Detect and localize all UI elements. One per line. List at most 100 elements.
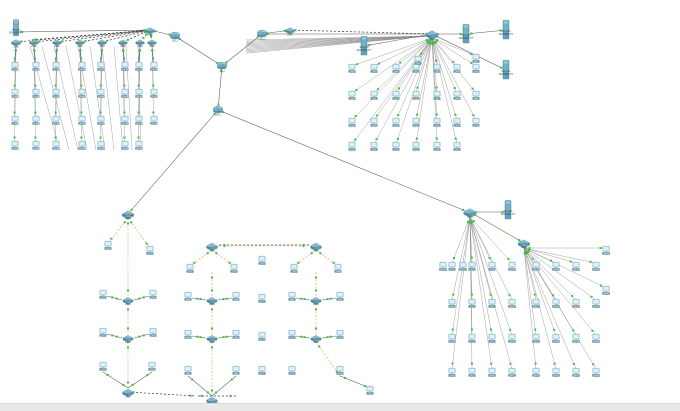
- pc-node[interactable]: PC26: [134, 115, 143, 128]
- pc-node[interactable]: PC113: [552, 333, 561, 346]
- pc-node[interactable]: PC115: [572, 261, 581, 274]
- pc-node[interactable]: PC21: [120, 88, 129, 101]
- pc-node[interactable]: PC83: [336, 365, 345, 378]
- pc-node[interactable]: PC97: [488, 261, 497, 274]
- pc-node[interactable]: PC11: [51, 140, 60, 153]
- pc-node[interactable]: PC42: [392, 141, 401, 154]
- pc-node[interactable]: PC66: [99, 361, 108, 374]
- pc-node[interactable]: PC70: [184, 291, 193, 304]
- pc-node[interactable]: PC45: [412, 117, 421, 130]
- pc-node[interactable]: PC27: [134, 140, 143, 153]
- pc-node[interactable]: PC51: [453, 63, 462, 76]
- pc-node[interactable]: PC49: [433, 117, 442, 130]
- pc-node[interactable]: PC34: [348, 141, 357, 154]
- pc-node[interactable]: PC67: [148, 361, 157, 374]
- pc-node[interactable]: PC98: [488, 298, 497, 311]
- pc-node[interactable]: PC9: [51, 88, 60, 101]
- pc-node[interactable]: PC109: [532, 333, 541, 346]
- pc-node[interactable]: PC106: [459, 261, 468, 274]
- pc-node[interactable]: PC54: [453, 141, 462, 154]
- pc-node[interactable]: PC22: [120, 115, 129, 128]
- pc-node[interactable]: PC93: [468, 261, 477, 274]
- pc-node[interactable]: PC15: [77, 140, 86, 153]
- pc-node[interactable]: PC29: [149, 88, 158, 101]
- pc-node[interactable]: PC2: [10, 115, 19, 128]
- pc-node[interactable]: PC1: [10, 88, 19, 101]
- pc-node[interactable]: PC123: [602, 245, 611, 258]
- pc-node[interactable]: PC118: [572, 367, 581, 380]
- pc-node[interactable]: PC99: [488, 333, 497, 346]
- pc-node[interactable]: PC122: [592, 367, 601, 380]
- pc-node[interactable]: PC68: [186, 263, 195, 276]
- pc-node[interactable]: PC55: [472, 63, 481, 76]
- pc-node[interactable]: PC31: [348, 63, 357, 76]
- pc-node[interactable]: PC81: [336, 329, 345, 342]
- pc-node[interactable]: PC96: [468, 367, 477, 380]
- pc-node[interactable]: PC17: [96, 88, 105, 101]
- pc-node[interactable]: PC84: [366, 385, 375, 398]
- pc-node[interactable]: PC79: [336, 291, 345, 304]
- pc-node[interactable]: PC24: [134, 61, 143, 74]
- pc-node[interactable]: PC40: [392, 90, 401, 103]
- pc-node[interactable]: PC112: [552, 298, 561, 311]
- pc-node[interactable]: PC63: [149, 289, 158, 302]
- pc-node[interactable]: PC50: [433, 141, 442, 154]
- pc-node[interactable]: PC114: [552, 367, 561, 380]
- pc-node[interactable]: PC30: [149, 115, 158, 128]
- pc-node[interactable]: PC59: [472, 53, 481, 66]
- pc-node[interactable]: PC57: [472, 117, 481, 130]
- pc-node[interactable]: PC71: [232, 291, 241, 304]
- pc-node[interactable]: PC7: [31, 140, 40, 153]
- pc-node[interactable]: PC76: [290, 263, 299, 276]
- pc-node[interactable]: PC41: [392, 117, 401, 130]
- pc-node[interactable]: PC92: [448, 367, 457, 380]
- pc-node[interactable]: PC0: [10, 61, 19, 74]
- pc-node[interactable]: PC48: [433, 90, 442, 103]
- pc-node[interactable]: PC100: [488, 367, 497, 380]
- pc-node[interactable]: PC56: [472, 90, 481, 103]
- pc-node[interactable]: PC74: [184, 365, 193, 378]
- pc-node[interactable]: PC117: [572, 333, 581, 346]
- pc-node[interactable]: PC95: [468, 333, 477, 346]
- pc-node[interactable]: PC20: [120, 61, 129, 74]
- pc-node[interactable]: PC119: [592, 261, 601, 274]
- pc-node[interactable]: PC19: [96, 140, 105, 153]
- pc-node[interactable]: PC36: [370, 90, 379, 103]
- pc-node[interactable]: PC103: [508, 333, 517, 346]
- pc-node[interactable]: PC69: [230, 263, 239, 276]
- pc-node[interactable]: PC12: [77, 61, 86, 74]
- pc-node[interactable]: PC61: [146, 245, 155, 258]
- pc-node[interactable]: PC62: [99, 289, 108, 302]
- pc-node[interactable]: PC52: [453, 90, 462, 103]
- pc-node[interactable]: PC5: [31, 88, 40, 101]
- pc-node[interactable]: PC37: [370, 117, 379, 130]
- pc-node[interactable]: PC107: [532, 261, 541, 274]
- pc-node[interactable]: PC104: [508, 367, 517, 380]
- pc-node[interactable]: PC60: [104, 240, 113, 253]
- pc-node[interactable]: PC44: [412, 90, 421, 103]
- pc-node[interactable]: PC90: [448, 298, 457, 311]
- pc-node[interactable]: PC87: [258, 331, 267, 344]
- pc-node[interactable]: PC86: [258, 293, 267, 306]
- pc-node[interactable]: PC91: [448, 333, 457, 346]
- pc-node[interactable]: PC25: [134, 88, 143, 101]
